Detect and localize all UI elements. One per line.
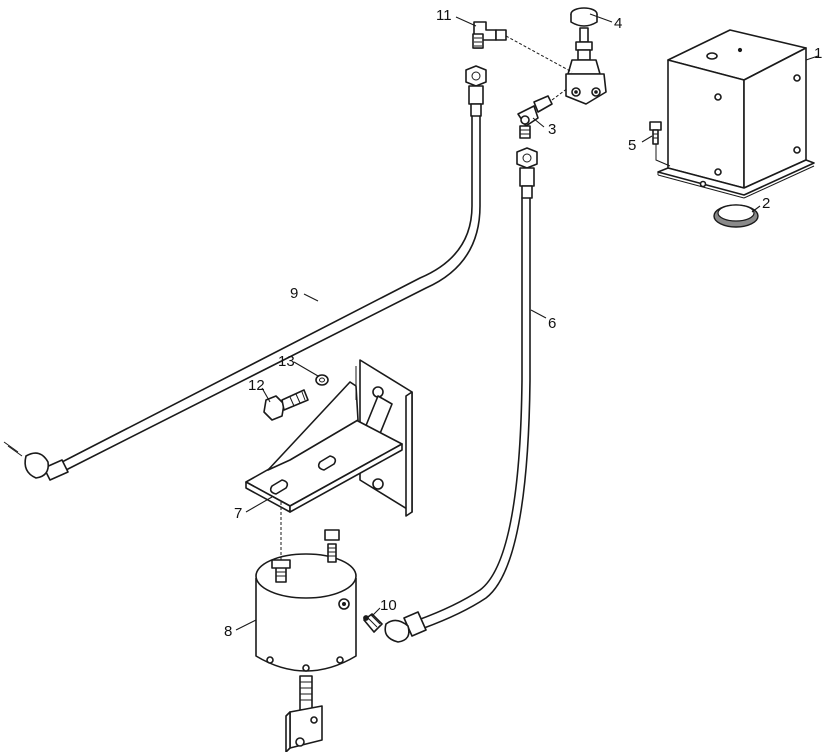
small-bolt [649,121,671,167]
control-valve [565,7,607,105]
callout-4: 4 [614,15,622,32]
callout-labels: 11 4 1 2 5 3 6 9 13 12 7 8 10 [224,7,822,640]
seal-ring [713,204,759,228]
callout-3: 3 [548,121,556,138]
fitting-10 [363,613,383,633]
elbow-fitting-mid [517,87,569,139]
hose-9 [3,65,487,481]
callout-9: 9 [290,285,298,302]
bolt-12 [263,389,309,421]
washer-13 [315,374,329,386]
callout-1: 1 [814,45,822,62]
hose-6 [384,147,538,643]
callout-11: 11 [436,7,452,24]
cover-box [657,29,815,199]
callout-2: 2 [762,195,770,212]
callout-6: 6 [548,315,556,332]
callout-7: 7 [234,505,242,522]
callout-5: 5 [628,137,636,154]
callout-8: 8 [224,623,232,640]
callout-13: 13 [278,353,295,370]
elbow-fitting-top [472,21,573,73]
bracket [245,359,413,517]
callout-10: 10 [380,597,397,614]
clevis [285,675,323,752]
callout-12: 12 [248,377,265,394]
leader-lines [235,13,819,631]
cylinder [255,500,357,672]
